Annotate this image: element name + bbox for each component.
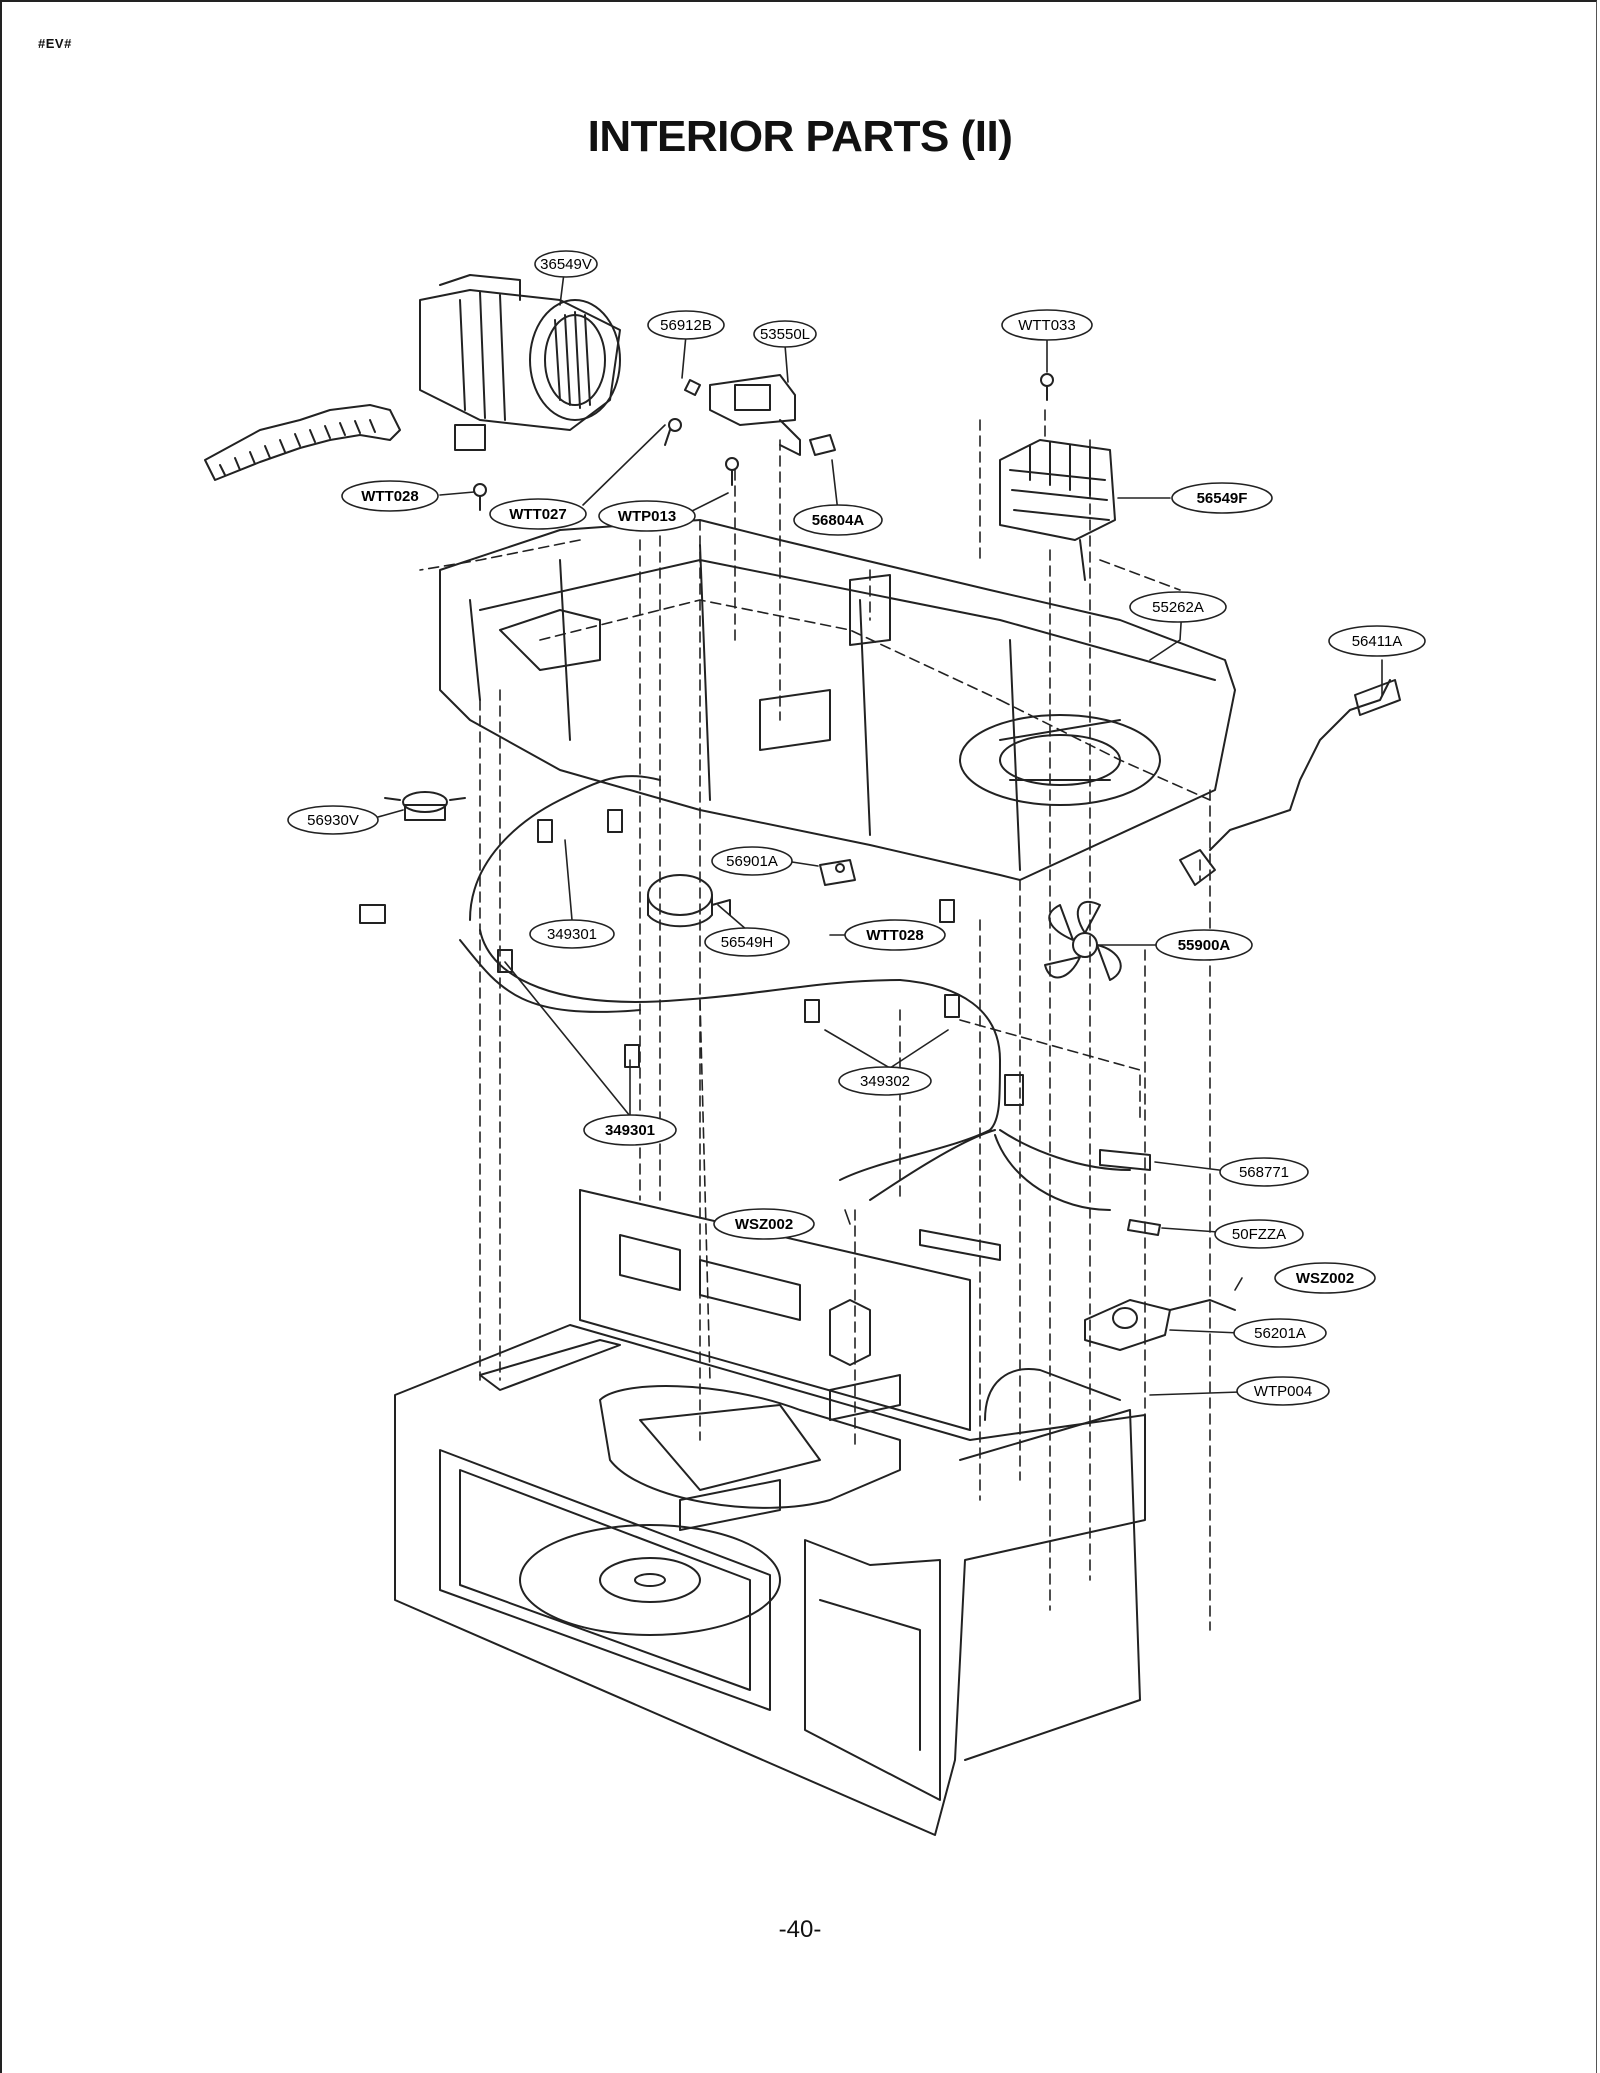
callout-wsz002-right: WSZ002 [1274,1262,1376,1294]
callout-56804a: 56804A [793,504,883,536]
callout-label: WSZ002 [735,1216,793,1233]
callout-label: WSZ002 [1296,1270,1354,1287]
upper-chassis-55262a [439,519,1236,881]
callout-349301-lower: 349301 [583,1114,677,1146]
callout-label: 36549V [540,256,592,273]
callout-56201a: 56201A [1233,1318,1327,1348]
header-tag: #EV# [38,36,72,51]
callout-label: 56411A [1352,633,1403,650]
callout-53550l: 53550L [753,320,817,348]
callout-wtt028-top: WTT028 [341,480,439,512]
callout-349302: 349302 [838,1066,932,1096]
callout-wtp013: WTP013 [598,500,696,532]
callout-label: 568771 [1239,1164,1289,1181]
ribbon-cable [204,404,401,481]
bracket-53550l [709,374,801,456]
callout-label: WTT033 [1018,317,1076,334]
part-callouts: 36549V 56912B 53550L WTT033 WTT028 WTT02… [287,250,1426,1406]
oven-cavity [394,1189,1146,1836]
callout-wtt028-middle: WTT028 [844,919,946,951]
callout-wtt027: WTT027 [489,498,587,530]
callout-56549f: 56549F [1171,482,1273,514]
callout-label: 50FZZA [1232,1226,1286,1243]
callout-label: 349301 [605,1122,655,1139]
callout-56930v: 56930V [287,805,379,835]
callout-55262a: 55262A [1129,591,1227,623]
callout-label: WTT028 [361,488,419,505]
callout-label: 56901A [726,853,778,870]
callout-56549h: 56549H [704,927,790,957]
transformer-56549f [999,439,1116,581]
leader-lines [377,264,1383,1396]
noise-filter-board [1084,1299,1236,1351]
cooling-fan-blade [1044,900,1122,981]
callout-50fzza: 50FZZA [1214,1219,1304,1249]
interlock-switch [819,859,856,886]
callout-wtt033: WTT033 [1001,309,1093,341]
callout-56901a: 56901A [711,846,793,876]
fasteners-top [473,373,1054,511]
wire-harness [359,775,1131,1211]
callout-349301-upper: 349301 [529,919,615,949]
callout-label: WTT027 [509,506,567,523]
callout-36549v: 36549V [534,250,598,278]
callout-label: 56549H [721,934,774,951]
callout-56411a: 56411A [1328,625,1426,657]
callout-label: 56912B [660,317,712,334]
callout-label: 349302 [860,1073,910,1090]
callout-label: WTP013 [618,508,676,525]
terminal-block [919,1149,1151,1261]
callout-label: 56804A [812,512,865,529]
callout-label: 56201A [1254,1325,1306,1342]
callout-label: 56549F [1197,490,1248,507]
callout-label: WTP004 [1254,1383,1312,1400]
assembly-guide-lines [419,409,1211,1631]
callout-568771: 568771 [1219,1157,1309,1187]
callout-label: 53550L [760,326,810,343]
callout-wsz002-left: WSZ002 [713,1208,815,1240]
blower-fan-assembly [419,274,621,451]
callout-label: 56930V [307,812,359,829]
page-number: -40- [778,1916,822,1943]
turntable-motor [647,874,731,928]
fuse [1127,1219,1161,1236]
power-cord [1179,679,1401,886]
callout-label: 349301 [547,926,597,943]
thermostat [384,791,466,821]
page-title: INTERIOR PARTS (II) [587,112,1013,161]
callout-label: 55900A [1178,937,1231,954]
callout-label: 55262A [1152,599,1204,616]
callout-label: WTT028 [866,927,924,944]
callout-56912b: 56912B [647,310,725,340]
callout-55900a: 55900A [1155,929,1253,961]
callout-wtp004: WTP004 [1236,1376,1330,1406]
